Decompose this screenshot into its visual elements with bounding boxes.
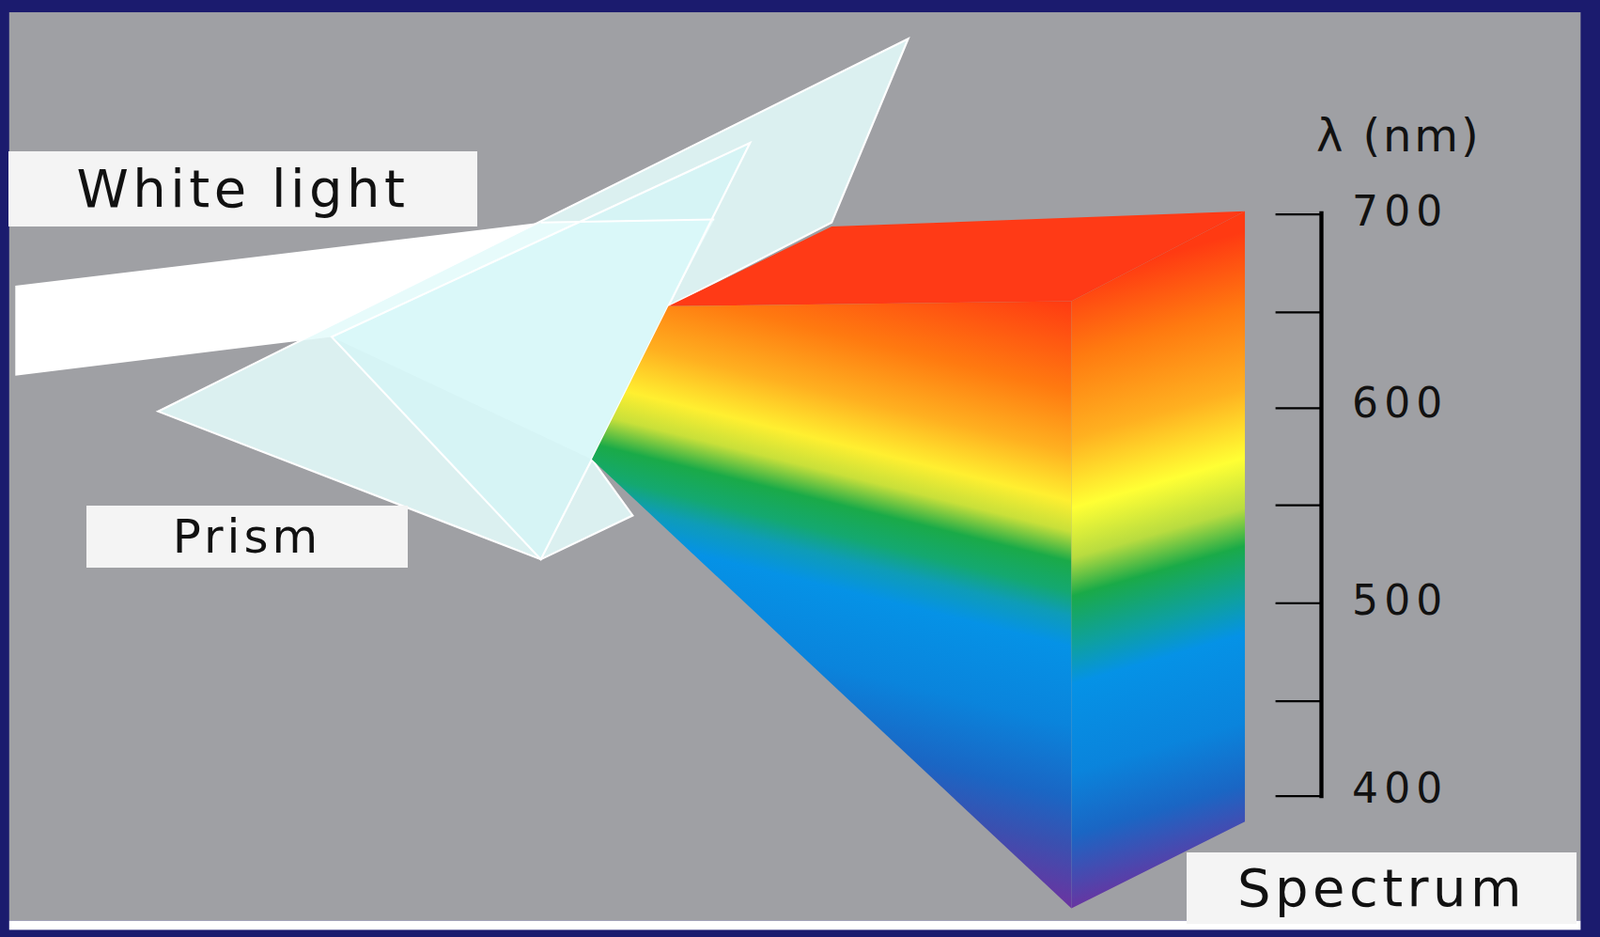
- axis-unit: λ (nm): [1316, 112, 1482, 158]
- prism-label-box: Prism: [86, 505, 408, 568]
- tick-value: 500: [1351, 579, 1448, 622]
- spectrum-side: [1071, 211, 1245, 909]
- beam-label-box: White light: [8, 151, 478, 227]
- label-text: White light: [76, 162, 409, 216]
- axis-ticks: [1275, 214, 1322, 796]
- beam-edge: [541, 219, 715, 223]
- spectrum-front: [591, 300, 1072, 908]
- spectrum-label-box: Spectrum: [1186, 852, 1577, 924]
- label-text: Spectrum: [1237, 861, 1526, 915]
- tick-value: 700: [1351, 190, 1448, 233]
- label-text: Prism: [172, 512, 322, 560]
- tick-value: 400: [1351, 767, 1448, 809]
- background: [9, 12, 1582, 921]
- tick-value: 600: [1351, 382, 1448, 424]
